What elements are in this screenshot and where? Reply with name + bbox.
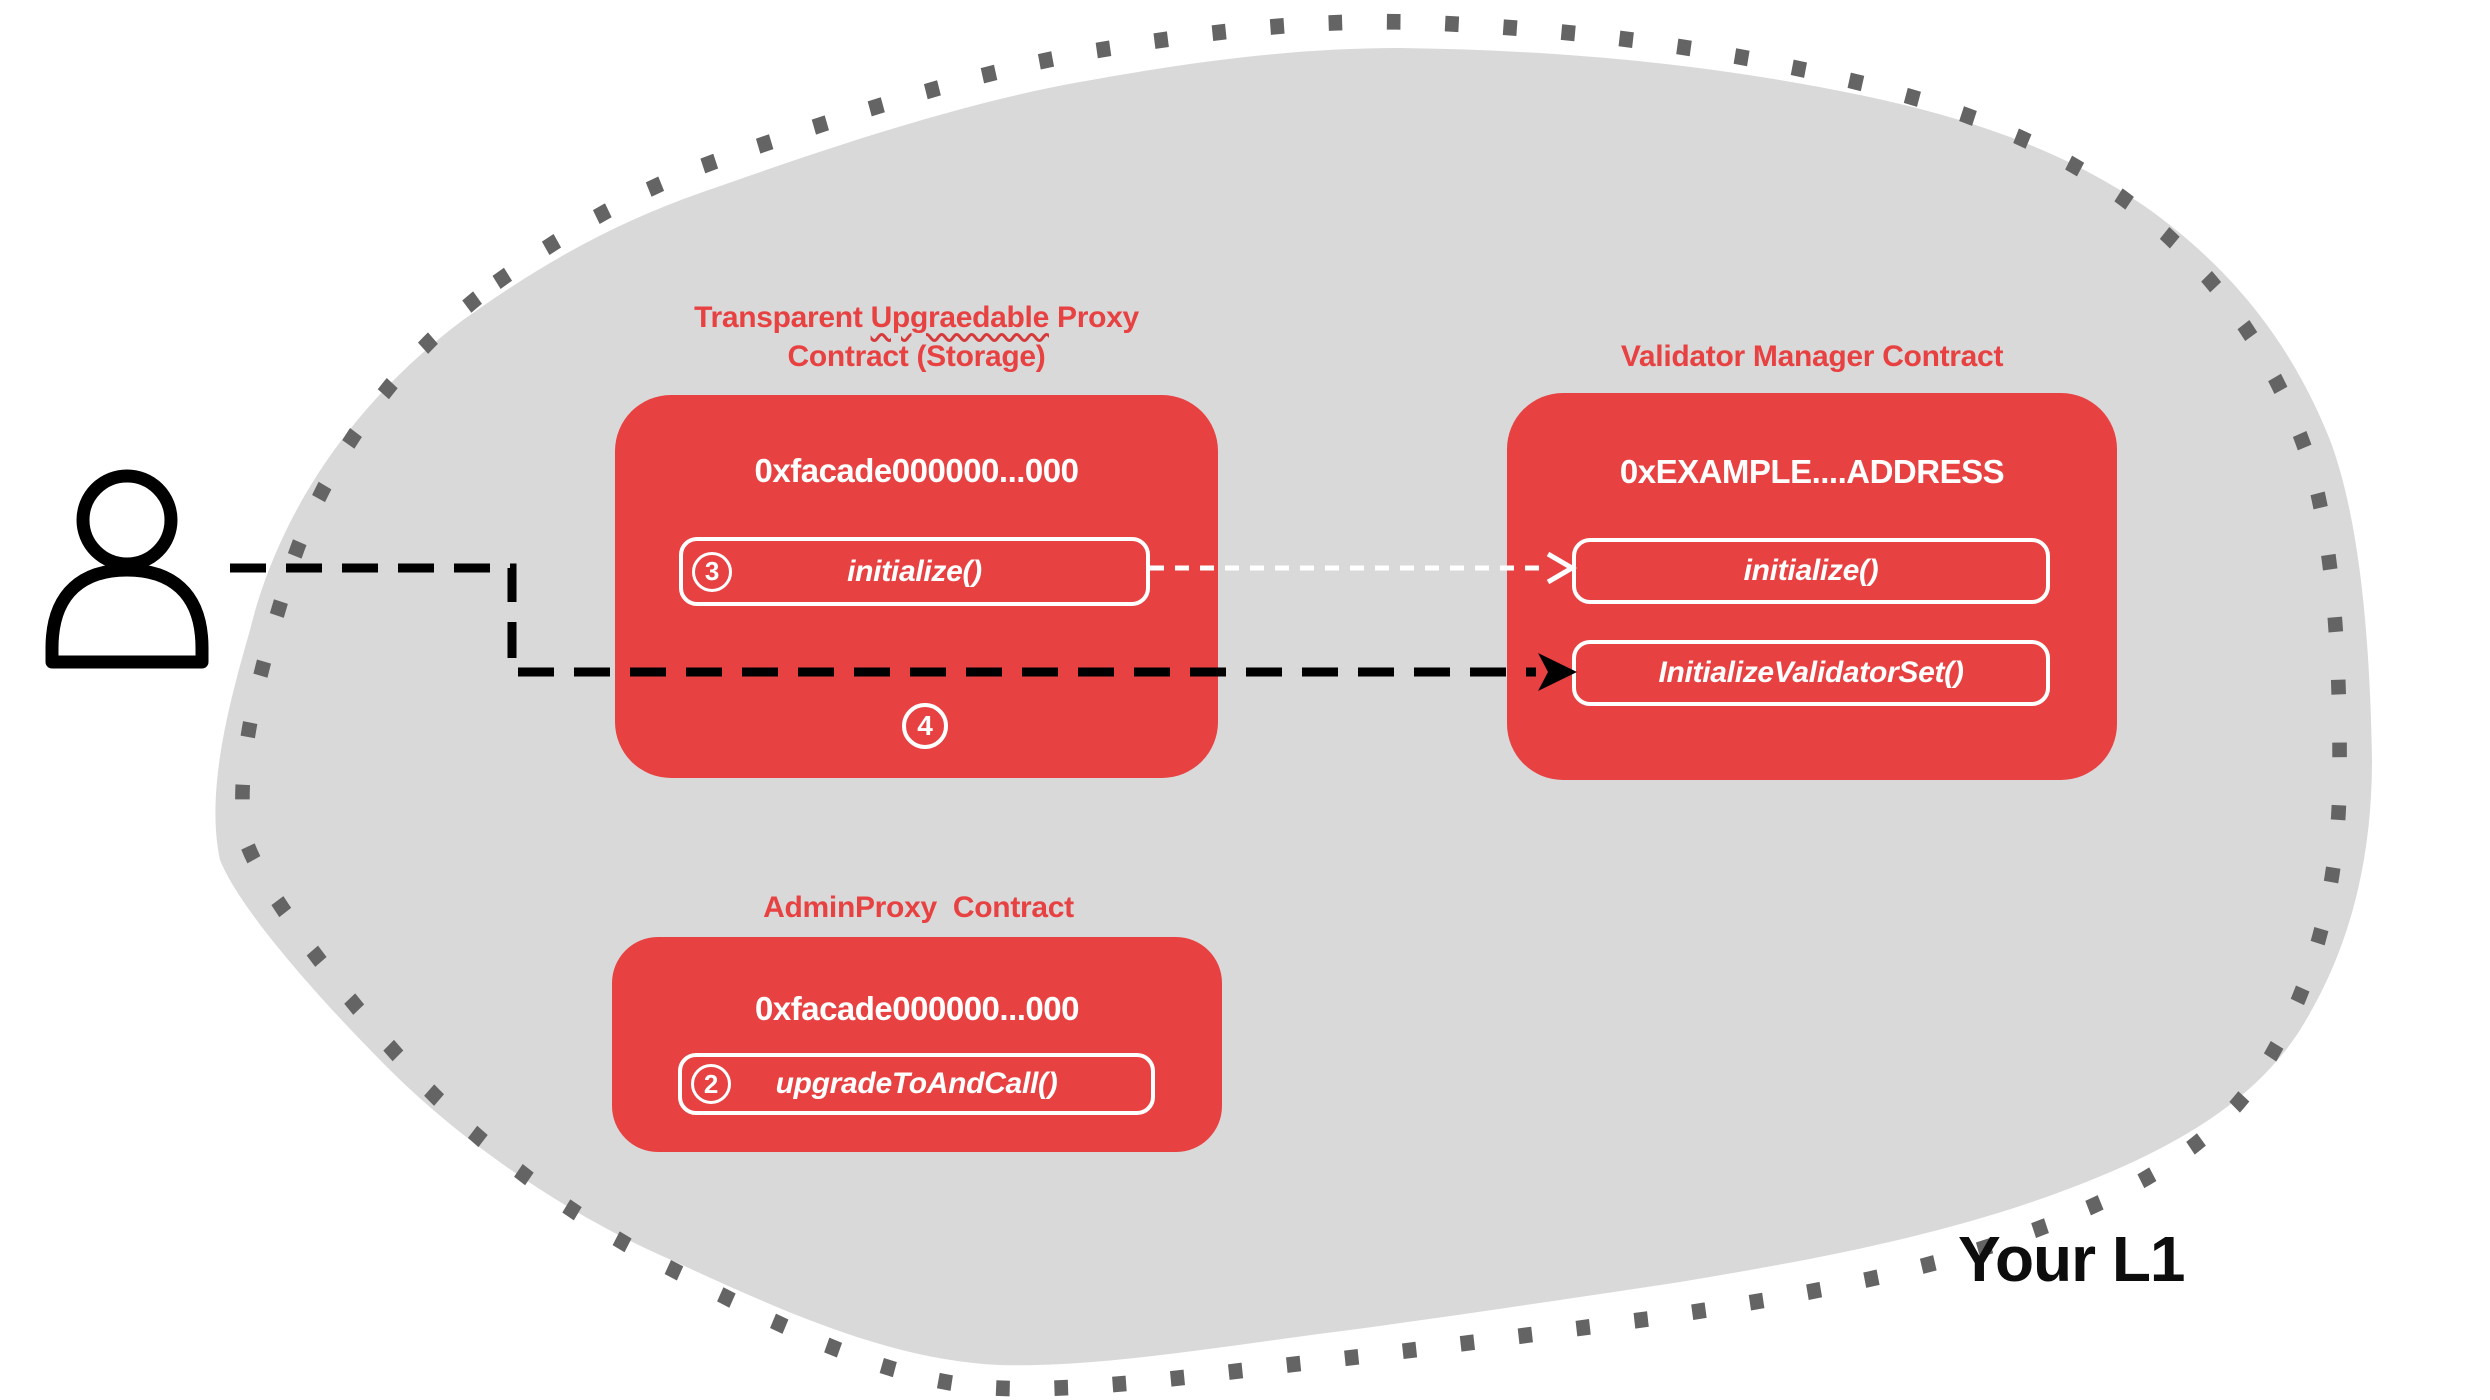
proxy-title-misspelled-word: Upgraedable [870,301,1050,334]
validator-contract-title: Validator Manager Contract [1620,340,2004,373]
step-3-badge: 3 [692,551,732,592]
admin-upgrade-to-and-call-function: 2 upgradeToAndCall() [678,1053,1155,1115]
proxy-title-line2: Contract (Storage) [787,340,1046,373]
validator-initialize-validator-set-label: InitializeValidatorSet() [1658,656,1964,689]
validator-contract-address: 0xEXAMPLE....ADDRESS [1619,453,2005,490]
person-icon [45,469,209,669]
proxy-title-post: Proxy [1048,301,1139,334]
proxy-contract-title: Transparent Upgraedable Proxy Contract (… [615,298,1218,376]
admin-upgrade-to-and-call-label: upgradeToAndCall() [775,1067,1058,1100]
validator-initialize-validator-set-function: InitializeValidatorSet() [1572,640,2050,706]
admin-proxy-contract-box: 0xfacade000000...000 2 upgradeToAndCall(… [612,937,1222,1152]
validator-initialize-function: initialize() [1572,538,2050,604]
proxy-contract-address: 0xfacade000000...000 [754,452,1079,489]
proxy-initialize-function: 3 initialize() [679,537,1150,606]
proxy-title-pre: Transparent [694,301,871,334]
step-4-badge: 4 [902,703,948,749]
step-2-badge: 2 [691,1064,731,1104]
validator-contract-box: 0xEXAMPLE....ADDRESS initialize() Initia… [1507,393,2117,780]
proxy-title-line1: Transparent Upgraedable Proxy [615,298,1218,337]
validator-initialize-label: initialize() [1743,554,1879,587]
proxy-contract-box: 0xfacade000000...000 3 initialize() 4 [615,395,1218,778]
proxy-initialize-label: initialize() [847,554,982,588]
admin-proxy-contract-title: AdminProxy Contract [763,891,1074,924]
admin-proxy-contract-address: 0xfacade000000...000 [755,990,1079,1027]
your-l1-label: Your L1 [1958,1223,2185,1295]
